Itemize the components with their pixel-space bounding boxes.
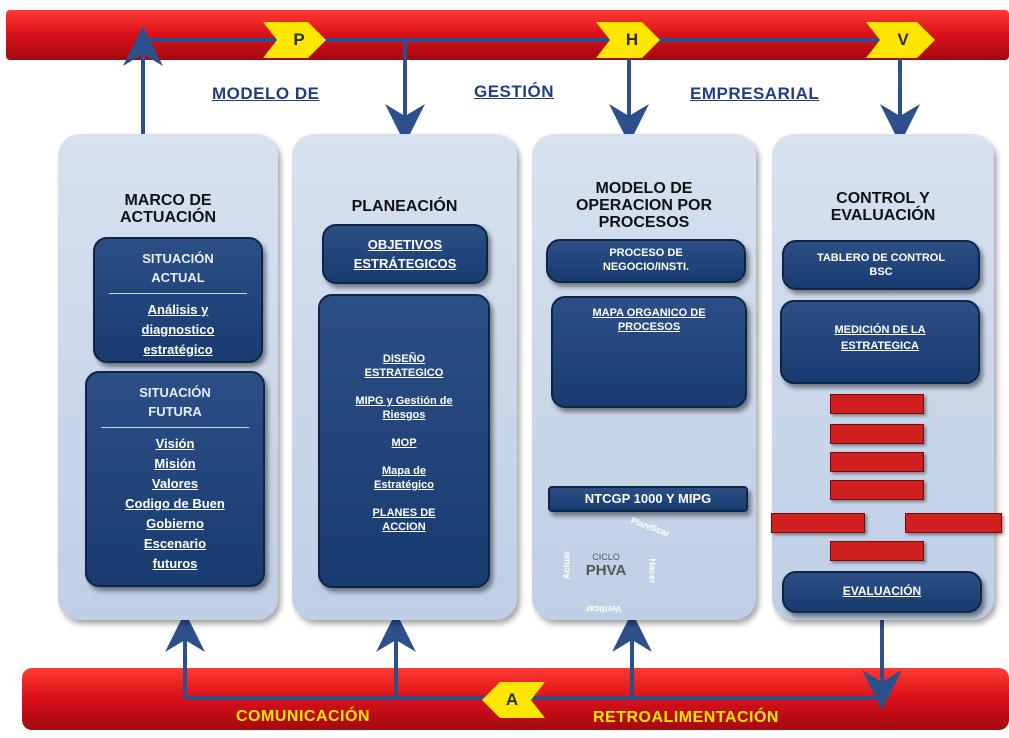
- phva-hacer: Hacer: [647, 558, 658, 584]
- header-modelo-de: MODELO DE: [212, 84, 320, 103]
- strategy-map-box-5: [771, 513, 865, 533]
- chevron-h-shape: [596, 22, 660, 58]
- phva-label: PHVA: [585, 562, 627, 579]
- chevron-v: V: [897, 30, 909, 49]
- top-red-band: [6, 10, 1009, 60]
- evaluacion-text: EVALUACIÓN: [842, 584, 922, 598]
- marco-title: MARCO DE ACTUACIÓN: [120, 192, 216, 226]
- situacion-actual-title: SITUACIÓN ACTUAL: [142, 251, 214, 285]
- chevron-h: H: [625, 30, 639, 49]
- plan-item-diseno: DISEÑO ESTRATEGICO: [364, 353, 444, 379]
- situacion-futura-title: SITUACIÓN FUTURA: [139, 385, 211, 419]
- situacion-actual-box: SITUACIÓN ACTUAL Análisis y diagnostico …: [93, 237, 263, 363]
- planeacion-items-box: DISEÑO ESTRATEGICO MIPG y Gestión de Rie…: [318, 294, 490, 588]
- phva-actuar: Actuar: [561, 550, 572, 580]
- mapa-organico-text: MAPA ORGANICO DE PROCESOS: [592, 307, 706, 333]
- situacion-actual-separator: [109, 293, 247, 294]
- ntcgp-text: NTCGP 1000 Y MIPG: [584, 491, 712, 506]
- plan-item-planes: PLANES DE ACCION: [372, 507, 436, 533]
- column-planeacion: PLANEACIÓN OBJETIVOS ESTRÁTEGICOS DISEÑO…: [292, 134, 517, 620]
- label-comunicacion: COMUNICACIÓN: [236, 708, 370, 725]
- strategy-map-box-7: [830, 541, 924, 561]
- label-retroalimentacion: RETROALIMENTACIÓN: [593, 709, 779, 726]
- medicion-text: MEDICIÓN DE LA ESTRATEGICA: [834, 324, 926, 352]
- futura-item-mision: Misión: [154, 456, 196, 471]
- control-title: CONTROL Y EVALUACIÓN: [830, 190, 936, 224]
- proceso-negocio-text: PROCESO DE NEGOCIO/INSTI.: [602, 247, 690, 273]
- strategy-map-box-2: [830, 424, 924, 444]
- column-control-evaluacion: CONTROL Y EVALUACIÓN TABLERO DE CONTROL …: [772, 134, 994, 620]
- situacion-futura-box: SITUACIÓN FUTURA Visión Misión Valores C…: [85, 371, 265, 587]
- futura-item-vision: Visión: [155, 436, 195, 451]
- plan-item-mipg: MIPG y Gestión de Riesgos: [355, 395, 453, 421]
- tablero-control-box: TABLERO DE CONTROL BSC: [782, 240, 980, 290]
- evaluacion-box: EVALUACIÓN: [782, 571, 982, 613]
- planeacion-title: PLANEACIÓN: [351, 198, 458, 215]
- tablero-control-text: TABLERO DE CONTROL BSC: [816, 252, 946, 278]
- modelo-title: MODELO DE OPERACION POR PROCESOS: [575, 180, 712, 231]
- futura-item-escenario: Escenario futuros: [143, 536, 207, 571]
- situacion-futura-separator: [101, 427, 249, 428]
- medicion-box: MEDICIÓN DE LA ESTRATEGICA: [780, 300, 980, 384]
- plan-item-mapa: Mapa de Estratégico: [374, 465, 434, 491]
- analisis-diagnostico-text: Análisis y diagnostico estratégico: [141, 302, 215, 357]
- futura-item-valores: Valores: [151, 476, 199, 491]
- chevron-v-shape: [866, 22, 935, 58]
- chevron-a-shape: [482, 682, 545, 718]
- strategy-map-box-3: [830, 452, 924, 472]
- strategy-map-box-6: [905, 513, 1002, 533]
- phva-ciclo-label: CICLO: [592, 552, 620, 562]
- column-modelo-operacion: MODELO DE OPERACION POR PROCESOS PROCESO…: [532, 134, 756, 620]
- mapa-organico-box: MAPA ORGANICO DE PROCESOS: [551, 296, 747, 408]
- chevron-a: A: [505, 690, 519, 709]
- ntcgp-box: NTCGP 1000 Y MIPG: [548, 486, 748, 512]
- strategy-map-box-4: [830, 480, 924, 500]
- header-gestion: GESTIÓN: [474, 82, 555, 101]
- objetivos-estrategicos-text: OBJETIVOS ESTRÁTEGICOS: [353, 237, 457, 271]
- column-marco-actuacion: MARCO DE ACTUACIÓN SITUACIÓN ACTUAL Anál…: [58, 134, 278, 620]
- phva-verificar: Verificar: [586, 604, 622, 614]
- proceso-negocio-box: PROCESO DE NEGOCIO/INSTI.: [546, 239, 746, 283]
- header-empresarial: EMPRESARIAL: [690, 84, 820, 103]
- chevron-p-shape: [263, 22, 326, 58]
- chevron-p: P: [293, 30, 305, 49]
- objetivos-estrategicos-box: OBJETIVOS ESTRÁTEGICOS: [322, 224, 488, 284]
- strategy-map-box-1: [830, 394, 924, 414]
- plan-item-mop: MOP: [391, 437, 417, 449]
- futura-item-codigo-buen-gobierno: Codigo de Buen Gobierno: [125, 496, 225, 531]
